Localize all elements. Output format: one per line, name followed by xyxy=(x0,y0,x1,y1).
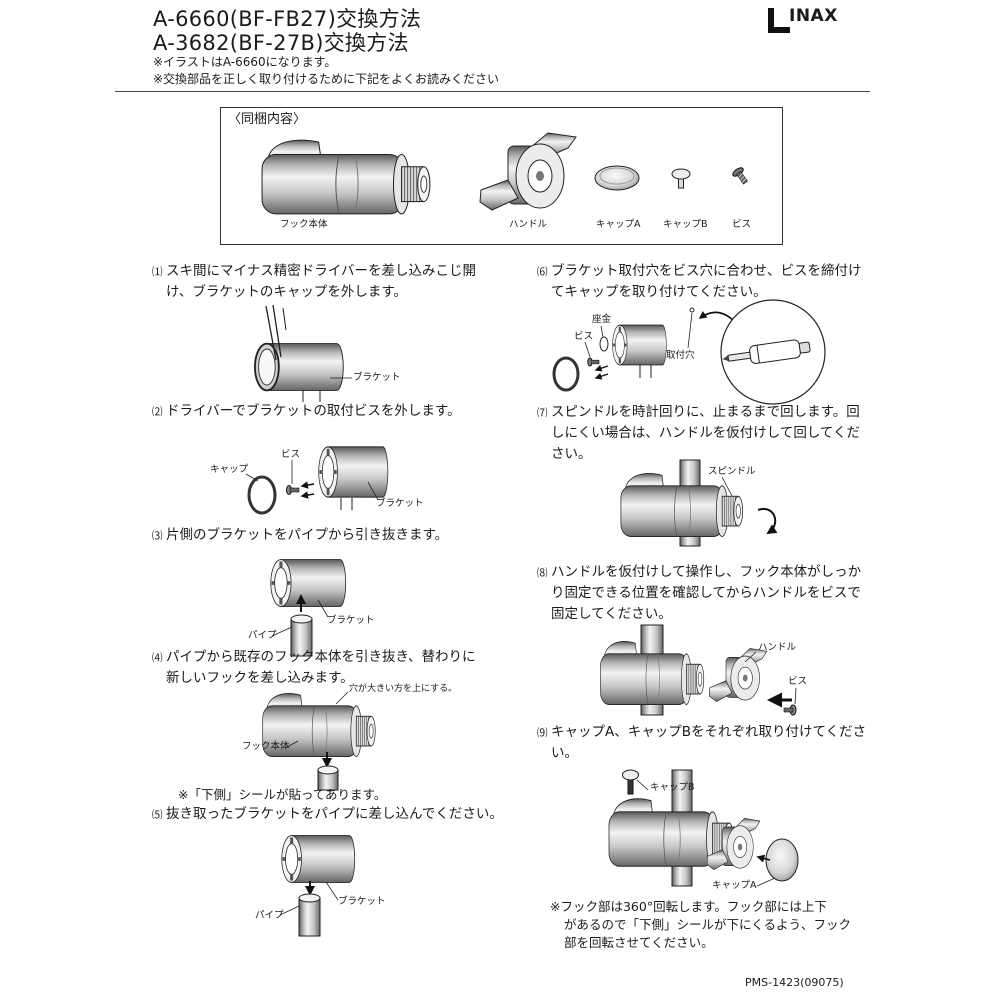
step-number: ⑴ xyxy=(152,266,163,278)
label-mounting-hole: 取付穴 xyxy=(666,350,695,361)
rotation-note-line-1: ※フック部は360°回転します。フック部には上下 xyxy=(550,899,827,914)
step-text: 固定してください。 xyxy=(551,606,672,622)
label-large-hole-up: 穴が大きい方を上にする。 xyxy=(349,684,458,694)
item-label-handle: ハンドル xyxy=(509,219,548,230)
step1-illustration xyxy=(254,304,352,402)
package-contents-box xyxy=(220,107,783,245)
header-note-1: ※イラストはA-6660になります。 xyxy=(153,55,337,69)
item-label-cap-a: キャップA xyxy=(596,219,641,230)
step2-illustration xyxy=(245,446,389,515)
label-screw: ビス xyxy=(574,331,594,342)
step-text: 新しいフックを差し込みます。 xyxy=(166,670,354,686)
step-text: け、ブラケットのキャップを外します。 xyxy=(166,284,407,300)
step-text: スピンドルを時計回りに、止まるまで回します。回 xyxy=(551,404,860,420)
label-bracket: ブラケット xyxy=(353,372,401,383)
step-6: ⑹ ブラケット取付穴をビス穴に合わせ、ビスを締付け てキャップを取り付けてくださ… xyxy=(537,261,862,303)
step-text: キャップA、キャップBをそれぞれ取り付けてくださ xyxy=(551,724,867,740)
cap-ring xyxy=(247,475,277,515)
step-3: ⑶ 片側のブラケットをパイプから引き抜きます。 xyxy=(152,525,448,546)
step-text: 抜き取ったブラケットをパイプに差し込んでください。 xyxy=(166,806,503,822)
step-number: ⑷ xyxy=(152,652,163,664)
label-hook-body: フック本体 xyxy=(242,741,290,752)
label-screw: ビス xyxy=(788,676,808,687)
step9-illustration xyxy=(608,769,799,887)
step-text: しにくい場合は、ハンドルを仮付けして回してくだ xyxy=(551,425,861,441)
label-handle: ハンドル xyxy=(758,642,797,653)
cap-ring xyxy=(552,356,580,392)
step-2: ⑵ ドライバーでブラケットの取付ビスを外します。 xyxy=(152,401,461,422)
step-text: てキャップを取り付けてください。 xyxy=(551,284,767,300)
step-number: ⑵ xyxy=(152,406,163,418)
step-text: い。 xyxy=(551,745,578,761)
label-spindle: スピンドル xyxy=(708,466,756,477)
step-text: さい。 xyxy=(551,446,592,462)
step4-illustration xyxy=(262,691,376,791)
title-line-2: A-3682(BF-27B)交換方法 xyxy=(153,31,409,55)
package-cap-a xyxy=(594,165,640,191)
step3-illustration xyxy=(270,559,347,657)
step-text: パイプから既存のフック本体を引き抜き、替わりに xyxy=(166,649,476,665)
label-bracket: ブラケット xyxy=(376,498,424,509)
package-contents-heading: 〈同梱内容〉 xyxy=(228,112,307,127)
brand-logo: INAX xyxy=(789,6,838,26)
step5-illustration xyxy=(279,835,356,937)
step-text: ハンドルを仮付けして操作し、フック本体がしっか xyxy=(551,564,862,580)
document-code: PMS-1423(09075) xyxy=(745,976,844,989)
label-cap-a: キャップA xyxy=(712,880,757,891)
package-screw xyxy=(732,167,748,185)
screwdriver-icon xyxy=(265,304,287,361)
washer xyxy=(599,336,609,352)
package-cap-b xyxy=(671,168,691,189)
step-text: 片側のブラケットをパイプから引き抜きます。 xyxy=(166,527,449,543)
step8-illustration xyxy=(600,624,797,716)
step-text: り固定できる位置を確認してからハンドルをビスで xyxy=(551,585,861,601)
label-pipe: パイプ xyxy=(255,910,284,921)
rotation-note-line-2: があるので「下側」シールが下にくるよう、フック xyxy=(564,917,852,932)
step-text: ブラケット取付穴をビス穴に合わせ、ビスを締付け xyxy=(551,263,862,279)
label-screw: ビス xyxy=(281,449,301,460)
label-washer: 座金 xyxy=(592,314,612,325)
step6-illustration xyxy=(552,299,826,405)
item-label-screw: ビス xyxy=(732,219,752,230)
step-9: ⑼ キャップA、キャップBをそれぞれ取り付けてくださ い。 xyxy=(537,722,866,764)
rotation-note-line-3: 部を回転させてください。 xyxy=(564,935,714,950)
screwdriver-icon xyxy=(722,339,811,364)
step-number: ⑼ xyxy=(537,727,548,739)
step-number: ⑹ xyxy=(537,266,548,278)
step-number: ⑶ xyxy=(152,530,163,542)
step-7: ⑺ スピンドルを時計回りに、止まるまで回します。回 しにくい場合は、ハンドルを仮… xyxy=(537,402,860,465)
step-text: ドライバーでブラケットの取付ビスを外します。 xyxy=(166,403,461,419)
cap-a-part xyxy=(765,838,799,882)
header-divider xyxy=(115,91,870,92)
label-bracket: ブラケット xyxy=(338,896,386,907)
label-cap-b: キャップB xyxy=(650,782,695,793)
item-label-cap-b: キャップB xyxy=(663,219,708,230)
logo-mark xyxy=(768,8,790,33)
step-number: ⑻ xyxy=(537,567,548,579)
step-text: スキ間にマイナス精密ドライバーを差し込みこじ開 xyxy=(166,263,476,279)
label-pipe: パイプ xyxy=(248,630,277,641)
title-line-1: A-6660(BF-FB27)交換方法 xyxy=(153,7,422,31)
header-note-2: ※交換部品を正しく取り付けるために下記をよくお読みください xyxy=(153,72,500,86)
step-number: ⑸ xyxy=(152,809,163,821)
label-bracket: ブラケット xyxy=(327,615,375,626)
step-number: ⑺ xyxy=(537,407,548,419)
step-8: ⑻ ハンドルを仮付けして操作し、フック本体がしっか り固定できる位置を確認してか… xyxy=(537,562,861,625)
step7-illustration xyxy=(620,459,778,547)
zoom-circle xyxy=(720,299,826,405)
label-cap: キャップ xyxy=(210,464,249,475)
item-label-hook-body: フック本体 xyxy=(280,219,328,230)
step4-note: ※「下側」シールが貼ってあります。 xyxy=(178,787,387,802)
rotate-arrow-icon xyxy=(757,507,778,535)
cap-b-part xyxy=(622,769,639,795)
step-4: ⑷ パイプから既存のフック本体を引き抜き、替わりに 新しいフックを差し込みます。 xyxy=(152,647,476,689)
step-1: ⑴ スキ間にマイナス精密ドライバーを差し込みこじ開 け、ブラケットのキャップを外… xyxy=(152,261,476,303)
step-5: ⑸ 抜き取ったブラケットをパイプに差し込んでください。 xyxy=(152,804,503,825)
